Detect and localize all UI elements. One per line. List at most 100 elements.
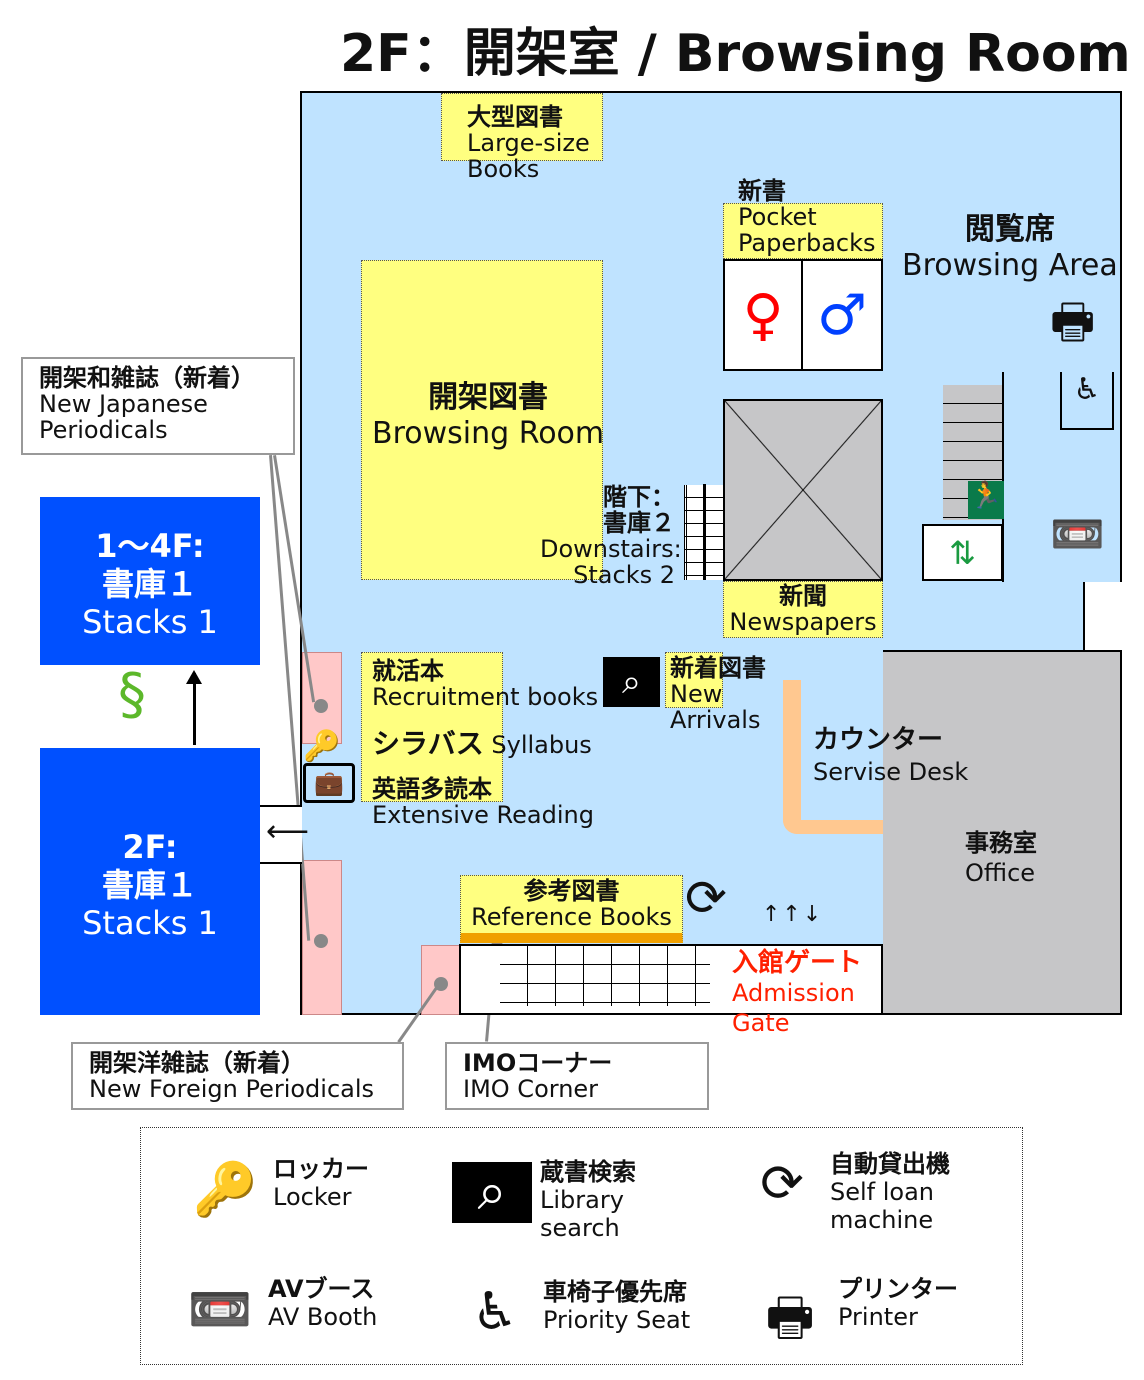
library-search-icon: ⌕: [452, 1162, 532, 1223]
downstairs-en1: Downstairs:: [540, 535, 682, 563]
recruitment-jp: 就活本: [372, 657, 444, 685]
library-search-icon[interactable]: ⌕: [603, 657, 660, 707]
downstairs-en2: Stacks 2: [573, 561, 675, 589]
extensive-jp: 英語多読本: [372, 775, 492, 803]
browsing-area-jp: 閲覧席: [964, 212, 1055, 247]
spiral-stair-icon: §: [118, 662, 146, 727]
office-jp: 事務室: [965, 829, 1037, 857]
browsing-room-jp: 開架図書: [428, 380, 549, 415]
jp-periodicals-jp: 開架和雑誌（新着）: [39, 364, 255, 392]
office-room: [883, 650, 1122, 1015]
legend-jp: プリンター: [838, 1275, 958, 1303]
locker-icon[interactable]: 💼: [303, 763, 355, 803]
legend-en1: Locker: [273, 1183, 352, 1211]
pocket-shelf: [723, 203, 883, 259]
syllabus-jp: シラバス: [372, 727, 484, 760]
legend-jp: ロッカー: [273, 1155, 369, 1183]
pointer-dot: [314, 699, 328, 713]
foreign-periodicals-jp: 開架洋雑誌（新着）: [89, 1049, 305, 1077]
syllabus-en: Syllabus: [491, 731, 592, 759]
new-arrivals-en1: New: [670, 680, 723, 708]
legend-jp: 自動貸出機: [830, 1150, 950, 1178]
large-books-en1: Large-size: [467, 129, 590, 157]
jp-periodicals-en2: Periodicals: [39, 416, 168, 444]
new-arrivals-en2: Arrivals: [670, 706, 761, 734]
large-books-jp: 大型図書: [467, 103, 563, 131]
foreign-periodicals-en: New Foreign Periodicals: [89, 1075, 375, 1103]
stacks-lower-l3: Stacks 1: [82, 904, 218, 942]
legend-jp: 車椅子優先席: [543, 1278, 687, 1306]
legend: [140, 1127, 1023, 1365]
counter-label: カウンター Servise Desk: [813, 724, 968, 788]
stacks-doorway[interactable]: [260, 805, 302, 864]
syllabus-label: シラバス Syllabus: [372, 728, 592, 761]
browsing-area-en: Browsing Area: [902, 248, 1118, 283]
imo-desks: [500, 946, 710, 1006]
counter-jp: カウンター: [813, 725, 944, 755]
self-loan-icon[interactable]: ⟳: [685, 869, 727, 927]
legend-jp: AVブース: [268, 1275, 375, 1303]
browsing-room-shelf: [361, 260, 603, 580]
elevator-icon: ⇅: [922, 524, 1003, 581]
notch: [1083, 582, 1126, 650]
reference-shelf: [460, 875, 683, 943]
priority-seat-icon: ♿: [471, 1282, 519, 1342]
legend-jp: 蔵書検索: [540, 1158, 636, 1186]
stacks-lower-l1: 2F:: [122, 828, 178, 866]
left-arrow-icon: ⟵: [266, 814, 310, 849]
reference-en: Reference Books: [471, 903, 672, 931]
service-counter: [783, 680, 883, 834]
downstairs-jp1: 階下：: [603, 483, 675, 511]
legend-en2: search: [540, 1214, 620, 1242]
newspapers-en: Newspapers: [729, 608, 877, 636]
foreign-periodicals-label: 開架洋雑誌（新着）New Foreign Periodicals: [71, 1042, 404, 1110]
pointer-dot: [314, 934, 328, 948]
stacks-upper-l1: 1～4F:: [95, 527, 205, 565]
reference-jp: 参考図書: [523, 877, 620, 905]
av-booth-icon: 📼: [187, 1280, 253, 1340]
legend-en1: Self loan: [830, 1178, 935, 1206]
browsing-room-en: Browsing Room: [372, 416, 605, 451]
mens-restroom-icon: ♂: [801, 259, 883, 371]
gate-en2: Gate: [732, 1009, 790, 1037]
newspapers-jp: 新聞: [779, 582, 827, 610]
downstairs-jp2: 書庫２: [603, 509, 675, 537]
office-en: Office: [965, 859, 1036, 887]
womens-restroom-icon: ♀: [723, 259, 803, 371]
recruitment-en: Recruitment books: [372, 683, 599, 711]
pocket-en2: Paperbacks: [738, 229, 876, 257]
priority-seat-icon: ♿: [1060, 372, 1114, 430]
arrow-head: [186, 670, 202, 684]
periodical-shelf: [421, 945, 461, 1015]
jp-periodicals-en1: New Japanese: [39, 390, 208, 418]
av-booth-icon: 📼: [1050, 509, 1105, 560]
up-arrow-icon: [193, 673, 196, 745]
emergency-exit-icon: 🏃: [968, 481, 1004, 519]
extensive-en: Extensive Reading: [372, 801, 594, 829]
legend-en2: machine: [830, 1206, 934, 1234]
counter-en: Servise Desk: [813, 758, 969, 786]
legend-en1: Priority Seat: [543, 1306, 691, 1334]
legend-en1: Printer: [838, 1303, 918, 1331]
new-arrivals-shelf: [665, 652, 723, 708]
stacks-lower-l2: 書庫１: [101, 866, 198, 904]
new-arrivals-jp: 新着図書: [670, 654, 766, 682]
stair-arrow-icon: [703, 484, 706, 580]
large-books-shelf: [441, 93, 603, 161]
gate-jp: 入館ゲート: [732, 948, 863, 978]
legend-en1: Library: [540, 1186, 624, 1214]
printer-icon: 🖶: [765, 1288, 815, 1348]
